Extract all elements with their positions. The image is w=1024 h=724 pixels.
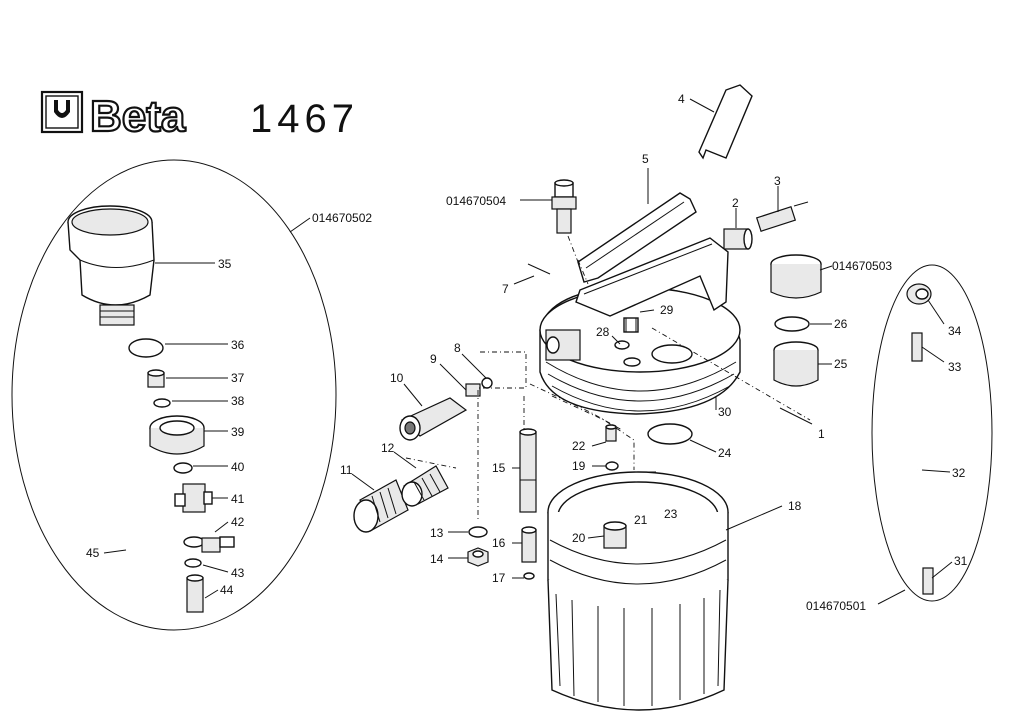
part-15-dip-tube <box>519 428 537 513</box>
callout-4: 4 <box>678 92 685 106</box>
callout-44: 44 <box>220 583 234 597</box>
part-36-o-ring <box>128 338 164 358</box>
callout-1: 1 <box>818 427 825 441</box>
callout-28: 28 <box>596 325 610 339</box>
callout-37: 37 <box>231 371 245 385</box>
callout-12: 12 <box>381 441 395 455</box>
callout-8: 8 <box>454 341 461 355</box>
part-22-valve <box>605 424 617 442</box>
callout-014670502: 014670502 <box>312 211 372 225</box>
part-20-center-fitting <box>603 521 627 549</box>
callout-15: 15 <box>492 461 506 475</box>
callout-18: 18 <box>788 499 802 513</box>
part-19-ball <box>605 461 619 471</box>
callout-11: 11 <box>340 463 353 477</box>
part-39-ring-nut <box>149 415 205 455</box>
part-16-sleeve <box>521 526 537 563</box>
part-41-fitting-body <box>174 483 213 513</box>
part-7-pin <box>527 263 551 275</box>
part-45-lever <box>124 520 162 564</box>
brand-name: Beta <box>90 92 186 141</box>
callout-24: 24 <box>718 446 732 460</box>
part-14-nut <box>467 547 489 567</box>
part-44-tube <box>186 574 204 613</box>
callout-36: 36 <box>231 338 245 352</box>
part-4-clip <box>698 84 753 160</box>
callout-29: 29 <box>660 303 674 317</box>
part-29-spring-valve <box>623 317 639 333</box>
part-38-washer <box>153 398 171 408</box>
callout-014670503: 014670503 <box>832 259 892 273</box>
part-3-fitting <box>755 201 809 232</box>
callout-40: 40 <box>231 460 245 474</box>
callout-20: 20 <box>572 531 586 545</box>
callout-39: 39 <box>231 425 245 439</box>
part-2-nut <box>723 228 753 250</box>
callout-43: 43 <box>231 566 245 580</box>
part-35-nozzle-cup <box>67 205 155 326</box>
callout-2: 2 <box>732 196 739 210</box>
callout-33: 33 <box>948 360 962 374</box>
callout-5: 5 <box>642 152 649 166</box>
part-13-washer <box>468 526 488 538</box>
callout-14: 14 <box>430 552 444 566</box>
callout-35: 35 <box>218 257 232 271</box>
part-18-tank <box>547 471 729 711</box>
part-10-valve-body <box>399 397 468 441</box>
part-17-washer <box>523 572 535 580</box>
callout-21: 21 <box>634 513 648 527</box>
callout-9: 9 <box>430 352 437 366</box>
callout-25: 25 <box>834 357 848 371</box>
part-8-washer <box>481 377 493 389</box>
beta-logo: Beta <box>40 90 187 142</box>
callout-41: 41 <box>231 492 245 506</box>
part-014670503-cap <box>770 254 822 299</box>
callout-45: 45 <box>86 546 100 560</box>
callout-labels: 1 2 3 4 5 7 8 9 10 11 12 13 14 15 16 17 … <box>86 92 968 613</box>
part-30-lid <box>539 237 741 415</box>
part-33-fitting <box>911 332 923 362</box>
callout-38: 38 <box>231 394 245 408</box>
part-42-clamp <box>183 536 235 553</box>
callout-42: 42 <box>231 515 245 529</box>
callout-7: 7 <box>502 282 509 296</box>
callout-26: 26 <box>834 317 848 331</box>
callout-31: 31 <box>954 554 968 568</box>
part-25-adaptor <box>773 341 819 387</box>
part-12-spring <box>401 465 449 507</box>
kit-014670501-group <box>871 264 993 605</box>
callout-34: 34 <box>948 324 962 338</box>
callout-014670504: 014670504 <box>446 194 506 208</box>
part-24-o-ring <box>647 423 693 445</box>
callout-32: 32 <box>952 466 966 480</box>
callout-22: 22 <box>572 439 586 453</box>
callout-30: 30 <box>718 405 732 419</box>
kit-014670502-group <box>11 159 337 631</box>
part-5-handle-lever <box>577 192 697 283</box>
model-number: 1467 <box>250 97 359 141</box>
part-40-washer <box>173 462 193 474</box>
callout-17: 17 <box>492 571 506 585</box>
callout-3: 3 <box>774 174 781 188</box>
part-37-nipple <box>147 369 165 388</box>
part-014670504-valve <box>551 179 577 234</box>
part-34-end-cap <box>906 283 932 305</box>
callout-014670501: 014670501 <box>806 599 866 613</box>
callout-10: 10 <box>390 371 404 385</box>
callout-16: 16 <box>492 536 506 550</box>
callout-19: 19 <box>572 459 586 473</box>
callout-23: 23 <box>664 507 678 521</box>
callout-13: 13 <box>430 526 444 540</box>
part-11-filter <box>353 479 409 533</box>
part-43-washer <box>184 558 202 568</box>
part-31-fitting <box>922 567 934 595</box>
part-26-o-ring <box>774 316 810 332</box>
